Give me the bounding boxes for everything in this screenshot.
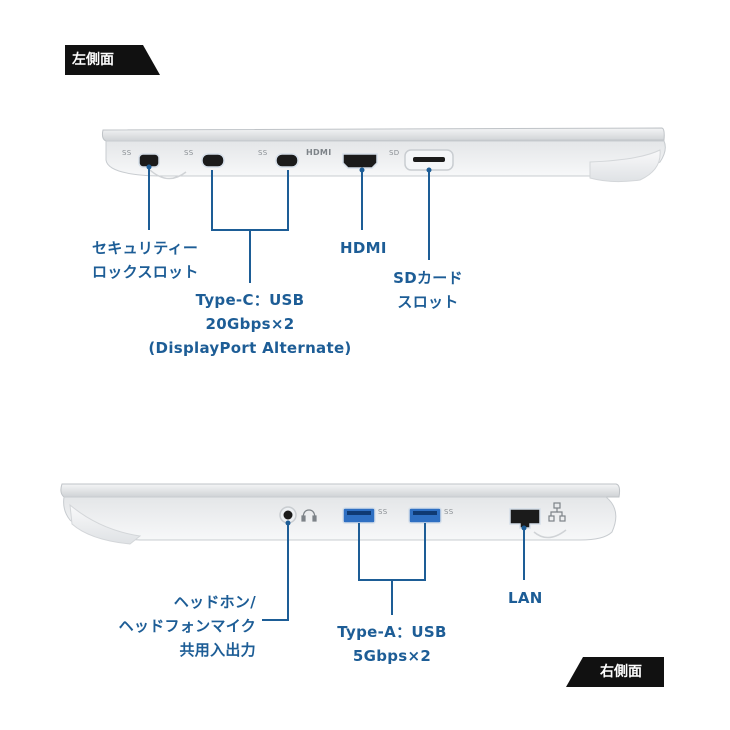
usb-c-1-engraving: SS (184, 149, 194, 157)
right-side-heading: 右側面 (600, 664, 642, 680)
sd-leader-dot (426, 167, 432, 173)
usb-a-port-2 (408, 507, 442, 524)
lan-port (509, 508, 541, 529)
hdmi-callout: HDMI (340, 239, 387, 257)
right-side-tag-bg (566, 657, 664, 687)
laptop-right-profile (60, 483, 621, 545)
usb-c-port-1 (201, 153, 225, 168)
laptop-left-profile (101, 127, 666, 183)
sd-slot-callout: SDカード スロット (393, 269, 463, 311)
lan-leader-dot (521, 525, 527, 531)
right-leader-lines (262, 523, 525, 621)
usb-c-port-2 (275, 153, 299, 168)
usb-c-callout: Type-C：USB 20Gbps×2 (DisplayPort Alterna… (148, 291, 352, 357)
security-leader-dot (146, 164, 152, 170)
lan-network-icon (548, 502, 566, 522)
hdmi-leader-dot (359, 167, 365, 173)
audio-leader-dot (285, 520, 291, 526)
usb-a-callout: Type-A：USB 5Gbps×2 (337, 623, 447, 665)
left-leader-lines (148, 167, 430, 283)
security-port-engraving: SS (122, 149, 132, 157)
usb-a-2-engraving: SS (444, 508, 454, 516)
sd-engraving: SD (389, 149, 400, 157)
lan-callout: LAN (508, 589, 543, 607)
headset-icon (301, 509, 317, 522)
hdmi-engraving: HDMI (306, 148, 332, 157)
security-slot-callout: セキュリティー ロックスロット (92, 239, 199, 281)
audio-jack-callout: ヘッドホン/ ヘッドフォンマイク 共用入出力 (118, 593, 256, 659)
audio-jack-port (283, 510, 293, 520)
usb-a-port-1 (342, 507, 376, 524)
left-side-tag-bg (65, 45, 160, 75)
usb-a-1-engraving: SS (378, 508, 388, 516)
usb-c-2-engraving: SS (258, 149, 268, 157)
sd-card-slot (413, 157, 445, 162)
hdmi-port (342, 153, 378, 169)
left-side-heading: 左側面 (72, 52, 114, 68)
